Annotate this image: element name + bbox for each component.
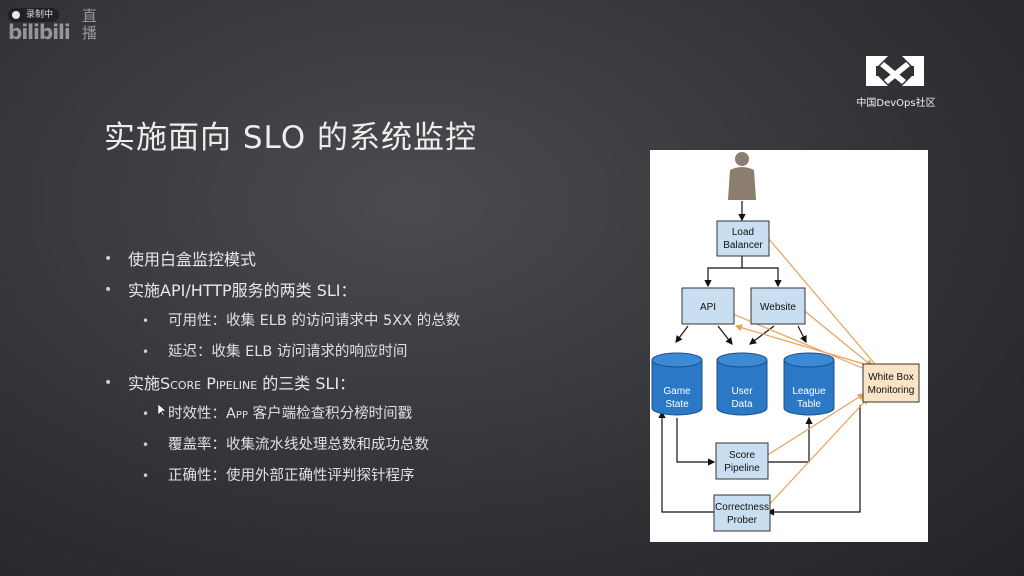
sub-bullet-item: 可用性：收集 ELB 的访问请求中 5XX 的总数: [104, 306, 624, 337]
api-box: [681, 287, 735, 325]
white-box-monitoring-box: [862, 363, 920, 403]
brand-logo-text: 中国DevOps社区: [856, 98, 936, 109]
svg-text:User: User: [731, 386, 753, 397]
live-label: 直播: [82, 7, 98, 42]
bullet-item: 实施Score Pipeline 的三类 SLI：: [104, 368, 624, 399]
correctness-prober-box: [713, 494, 771, 532]
svg-text:Score: Score: [729, 450, 756, 461]
slide-title: 实施面向 SLO 的系统监控: [104, 120, 477, 156]
bullet-item: 使用白盒监控模式: [104, 244, 624, 275]
svg-text:Prober: Prober: [727, 515, 758, 526]
svg-text:Website: Website: [760, 302, 796, 313]
bullet-list: 使用白盒监控模式 实施API/HTTP服务的两类 SLI： 可用性：收集 ELB…: [104, 244, 624, 492]
sub-bullet-item: 正确性：使用外部正确性评判探针程序: [104, 461, 624, 492]
svg-text:State: State: [665, 399, 689, 410]
svg-text:Correctness: Correctness: [715, 502, 769, 513]
score-pipeline-box: [715, 442, 769, 480]
sub-bullet-item: 时效性：App 客户端检查积分榜时间戳: [104, 399, 624, 430]
recording-badge: 录制中: [8, 8, 60, 22]
record-icon: [12, 11, 20, 19]
load-balancer-box: [716, 220, 770, 257]
user-data-db: User Data: [716, 352, 768, 416]
svg-text:Pipeline: Pipeline: [724, 463, 760, 474]
svg-text:Data: Data: [731, 399, 753, 410]
league-table-db: League Table: [783, 352, 835, 416]
game-state-db: Game State: [651, 352, 703, 416]
svg-text:Balancer: Balancer: [723, 240, 763, 251]
svg-text:White Box: White Box: [868, 372, 914, 383]
devops-community-logo-icon: [866, 56, 924, 86]
sub-bullet-item: 覆盖率：收集流水线处理总数和成功总数: [104, 430, 624, 461]
user-figure-icon: [728, 152, 756, 200]
architecture-diagram: Load Balancer API Website Game State Use…: [650, 150, 928, 542]
sub-bullet-item: 延迟：收集 ELB 访问请求的响应时间: [104, 337, 624, 368]
recording-label: 录制中: [26, 10, 54, 20]
mouse-cursor-icon: [158, 404, 166, 416]
bilibili-logo: bilibili: [8, 20, 71, 44]
bullet-item: 实施API/HTTP服务的两类 SLI：: [104, 275, 624, 306]
svg-text:Table: Table: [797, 399, 821, 410]
svg-text:Load: Load: [732, 227, 754, 238]
svg-text:Game: Game: [663, 386, 691, 397]
svg-text:Monitoring: Monitoring: [868, 385, 915, 396]
website-box: [750, 287, 806, 325]
svg-text:API: API: [700, 302, 716, 313]
svg-text:League: League: [792, 386, 826, 397]
